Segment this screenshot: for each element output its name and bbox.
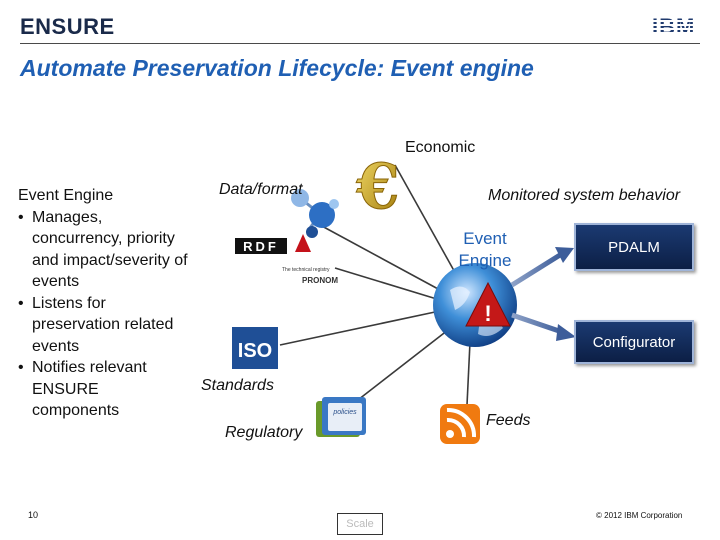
page-number: 10 [28,510,39,520]
svg-text:!: ! [484,301,491,326]
rdf-text: RDF [243,239,279,254]
pdalm-label: PDALM [608,238,660,256]
iso-text: ISO [238,340,272,362]
connector-iso [279,311,436,346]
connector-lines [279,164,471,411]
bullet-text: Manages, concurrency, priority and impac… [32,208,188,291]
euro-icon: € [355,150,400,224]
bullet-dot: • [18,359,24,376]
bullet-item: • Listens for preservation related event… [18,293,190,358]
molecule-icon [291,189,339,238]
bullet-text: Listens for preservation related events [32,294,174,355]
label-regulatory: Regulatory [225,424,303,441]
bullet-dot: • [18,294,24,312]
label-monitored-system: Monitored system behavior [488,187,681,204]
rdf-icon: RDF [235,238,287,254]
scale-button[interactable]: Scale [337,513,383,535]
iso-icon: ISO [232,327,278,369]
connector-dataformat [319,224,441,291]
pronom-text: PRONOM [302,276,338,285]
connector-economic [394,164,463,286]
ensure-logo: ENSURE [20,14,115,39]
warning-icon: ! [465,281,511,327]
slide-title: Automate Preservation Lifecycle: Event e… [20,55,534,81]
arrow-to-pdalm [510,247,574,288]
ibm-logo: IBM [652,14,696,39]
connector-pronom [334,267,441,301]
globe-hub-icon [433,263,517,347]
arrow-to-configurator [511,312,576,341]
policies-folder-icon: policies [316,397,366,437]
bullet-item: • Manages, concurrency, priority and imp… [18,207,190,293]
label-data-format: Data/format [219,181,303,198]
configurator-label: Configurator [592,333,676,351]
label-economic: Economic [405,139,476,156]
bullet-item: • Notifies relevant ENSURE components [18,357,190,422]
bullet-dot: • [18,208,24,226]
pdalm-box: PDALM [574,223,694,271]
euro-glyph: € [355,150,399,223]
bullet-heading: Event Engine [18,187,114,204]
label-standards: Standards [201,377,274,394]
copyright-text: © 2012 IBM Corporation [596,511,683,520]
bullet-text: Notifies relevant ENSURE components [32,359,147,419]
event-engine-hub-label: Event Engine [458,229,512,270]
connector-feeds [466,341,471,406]
rss-feed-icon [440,404,480,444]
bullet-panel: Event Engine • Manages, concurrency, pri… [18,185,190,422]
label-feeds: Feeds [486,412,531,429]
header-divider [20,43,700,44]
pronom-subtext: The technical registry [282,267,330,273]
configurator-box: Configurator [574,320,694,364]
policies-text: policies [332,409,357,416]
pronom-icon: The technical registry PRONOM [282,234,338,285]
connector-policies [344,329,449,411]
